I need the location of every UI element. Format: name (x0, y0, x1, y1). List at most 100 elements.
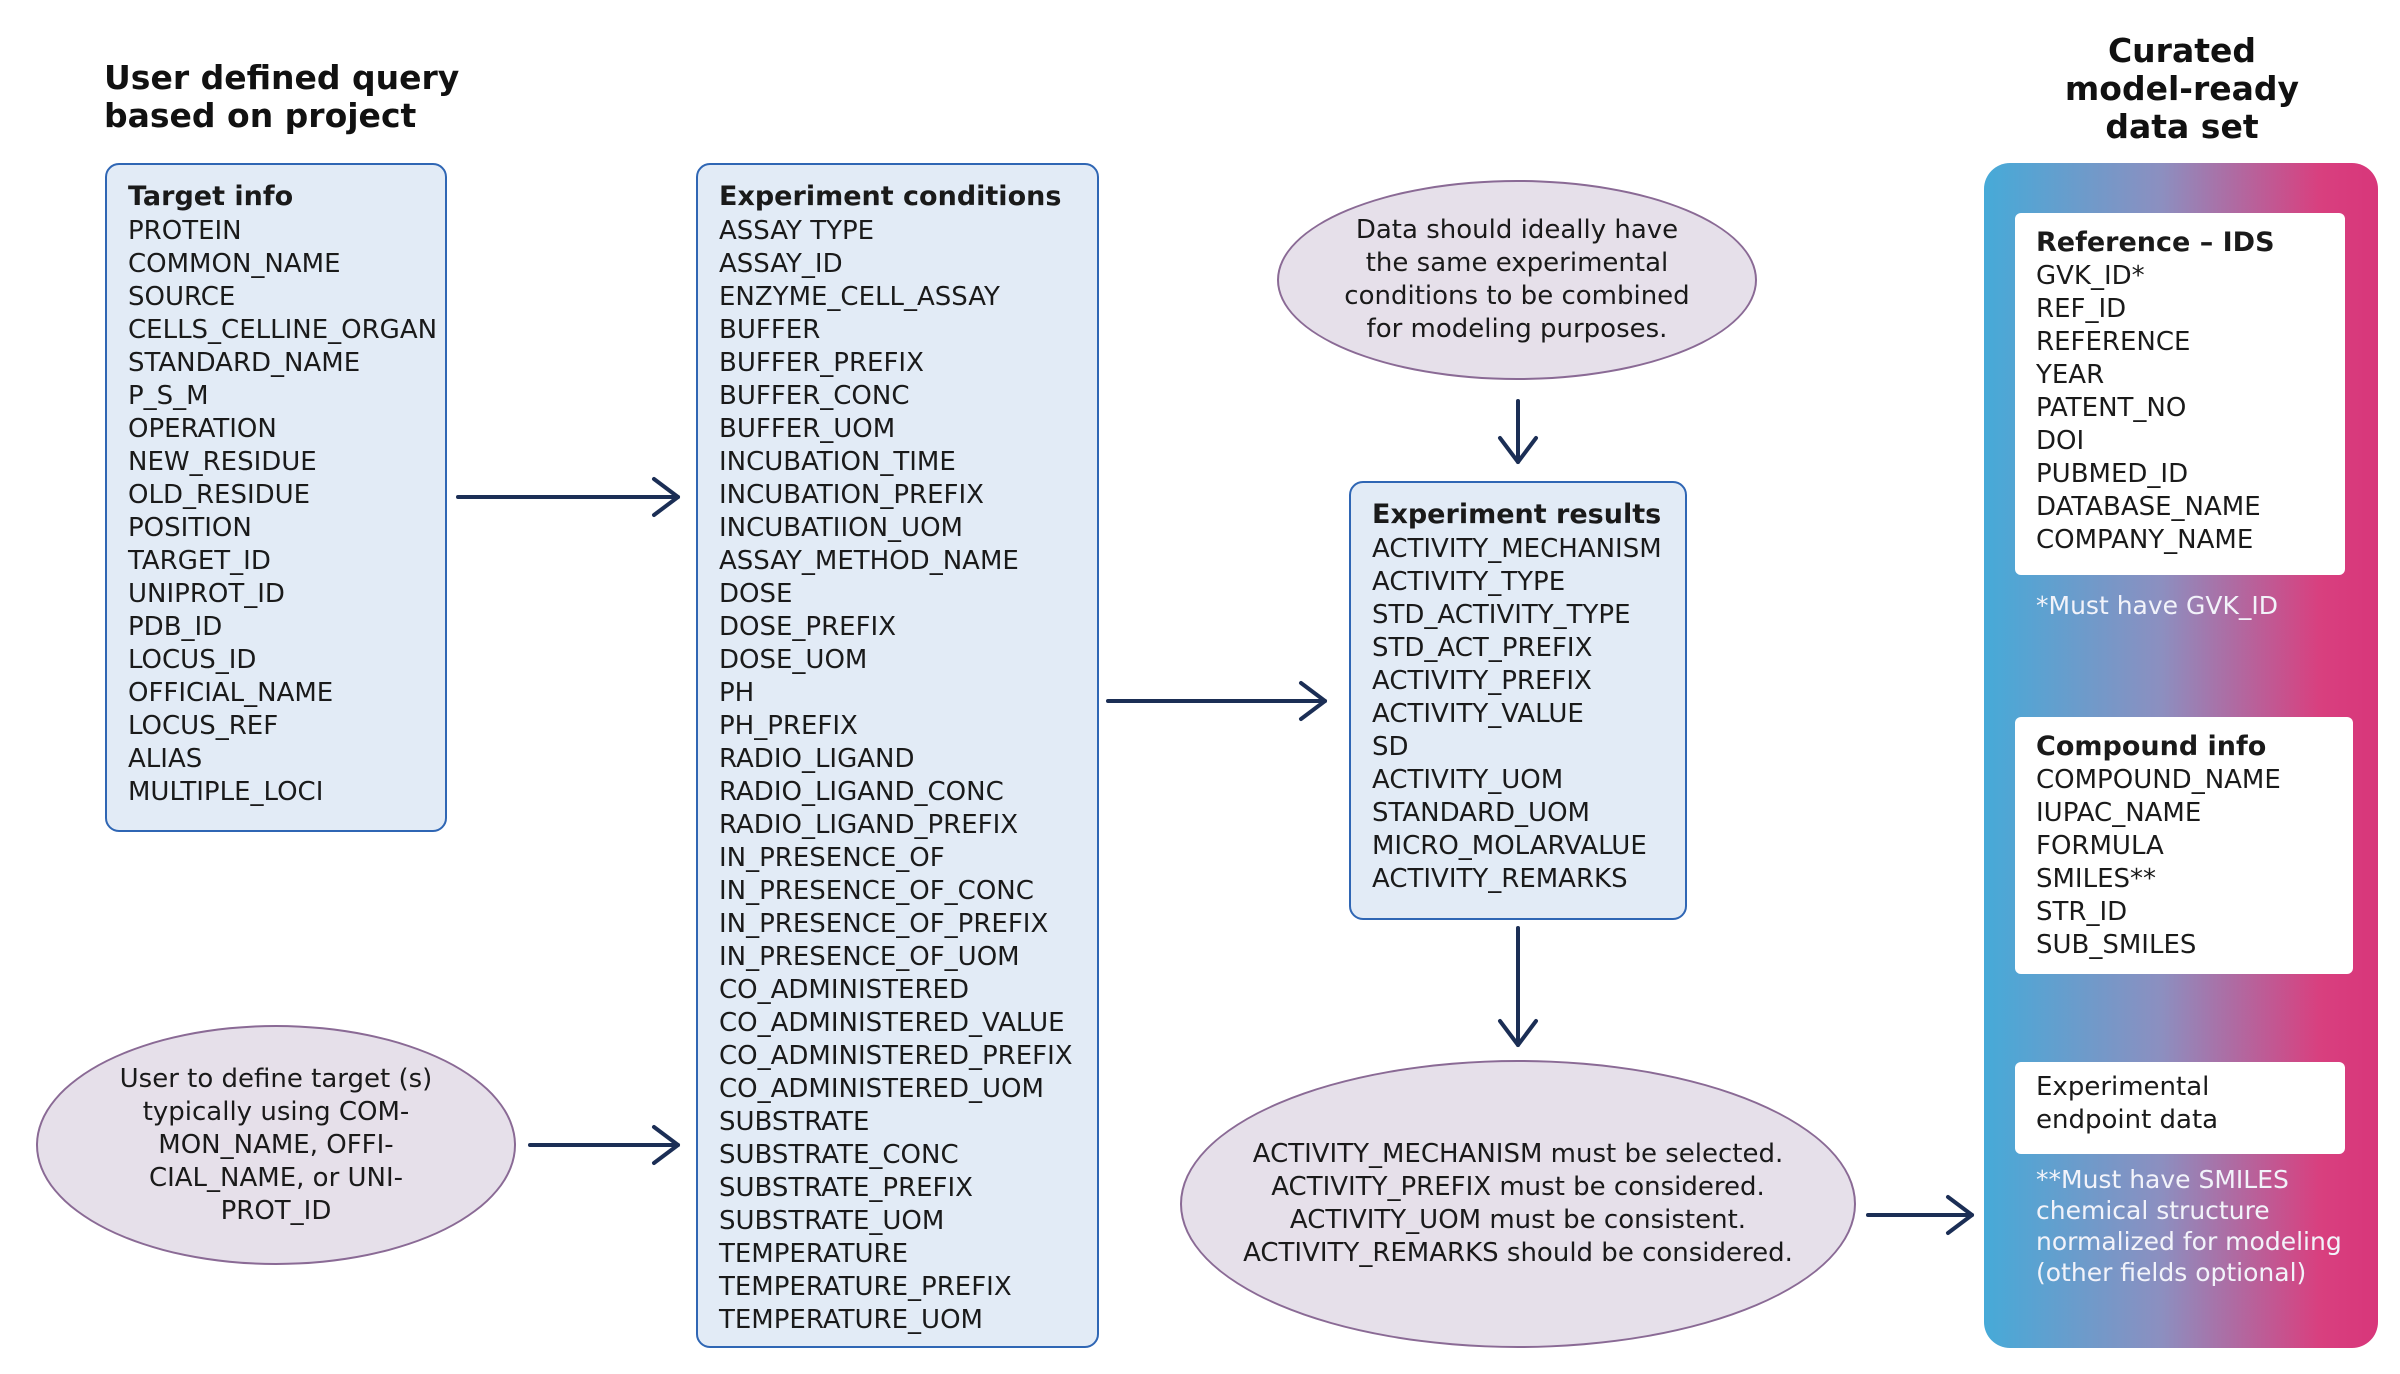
field-item: SOURCE (128, 282, 236, 312)
field-item: MULTIPLE_LOCI (128, 777, 324, 807)
smiles-note: **Must have SMILES chemical structure no… (2036, 1165, 2342, 1287)
field-item: IUPAC_NAME (2036, 798, 2202, 828)
field-item: DOSE_PREFIX (719, 612, 897, 642)
field-item: REF_ID (2036, 294, 2127, 324)
field-item: SUBSTRATE_CONC (719, 1140, 959, 1170)
field-item: ACTIVITY_MECHANISM (1372, 534, 1662, 564)
field-item: ACTIVITY_UOM (1372, 765, 1564, 795)
field-item: ASSAY TYPE (719, 216, 875, 246)
experiment-results-title: Experiment results (1372, 499, 1662, 530)
compound-info-title: Compound info (2036, 731, 2267, 762)
field-item: ALIAS (128, 744, 203, 774)
field-item: TEMPERATURE_PREFIX (719, 1272, 1012, 1302)
field-item: PDB_ID (128, 612, 223, 642)
field-item: CO_ADMINISTERED_PREFIX (719, 1041, 1073, 1071)
ellipse-same-conditions-text: Data should ideally have the same experi… (1344, 215, 1690, 344)
field-item: ASSAY_ID (719, 249, 843, 279)
heading-user-query: User defined query based on project (104, 58, 460, 135)
field-item: TARGET_ID (128, 546, 271, 576)
ellipse-activity-rules: ACTIVITY_MECHANISM must be selected. ACT… (1180, 1060, 1856, 1348)
field-item: NEW_RESIDUE (128, 447, 317, 477)
field-item: SUBSTRATE_UOM (719, 1206, 945, 1236)
field-item: TEMPERATURE (719, 1239, 909, 1269)
field-item: SUBSTRATE (719, 1107, 870, 1137)
ellipse-same-conditions: Data should ideally have the same experi… (1277, 180, 1757, 380)
endpoint-data-text: Experimental endpoint data (2036, 1072, 2219, 1135)
field-item: RADIO_LIGAND_PREFIX (719, 810, 1019, 840)
field-item: PATENT_NO (2036, 393, 2187, 423)
field-item: DOI (2036, 426, 2085, 456)
field-item: COMMON_NAME (128, 249, 341, 279)
arrow-ellipse-to-results (1498, 399, 1538, 464)
field-item: SD (1372, 732, 1409, 762)
field-item: CO_ADMINISTERED_VALUE (719, 1008, 1065, 1038)
field-item: GVK_ID* (2036, 261, 2145, 291)
field-item: PROTEIN (128, 216, 242, 246)
field-item: INCUBATION_TIME (719, 447, 956, 477)
target-info-title: Target info (128, 181, 294, 212)
reference-note: *Must have GVK_ID (2036, 591, 2278, 620)
reference-ids-title: Reference – IDS (2036, 227, 2275, 258)
field-item: DATABASE_NAME (2036, 492, 2261, 522)
field-item: SUBSTRATE_PREFIX (719, 1173, 973, 1203)
field-item: DOSE_UOM (719, 645, 868, 675)
field-item: PH_PREFIX (719, 711, 858, 741)
field-item: FORMULA (2036, 831, 2164, 861)
field-item: DOSE (719, 579, 793, 609)
ellipse-activity-rules-text: ACTIVITY_MECHANISM must be selected. ACT… (1243, 1139, 1793, 1268)
field-item: STANDARD_NAME (128, 348, 361, 378)
field-item: RADIO_LIGAND (719, 744, 915, 774)
arrow-rules-to-dataset (1866, 1195, 1974, 1235)
arrow-target-to-conditions (456, 477, 680, 517)
field-item: POSITION (128, 513, 252, 543)
field-item: STR_ID (2036, 897, 2128, 927)
field-item: SUB_SMILES (2036, 930, 2197, 960)
endpoint-data-card: Experimental endpoint data (2015, 1062, 2345, 1154)
field-item: STD_ACTIVITY_TYPE (1372, 600, 1631, 630)
field-item: YEAR (2036, 360, 2105, 390)
field-item: IN_PRESENCE_OF (719, 843, 945, 873)
field-item: STD_ACT_PREFIX (1372, 633, 1593, 663)
field-item: CO_ADMINISTERED_UOM (719, 1074, 1044, 1104)
field-item: PUBMED_ID (2036, 459, 2189, 489)
field-item: OPERATION (128, 414, 277, 444)
field-item: SMILES** (2036, 864, 2157, 894)
field-item: ENZYME_CELL_ASSAY (719, 282, 1000, 312)
field-item: ACTIVITY_TYPE (1372, 567, 1566, 597)
field-item: ACTIVITY_VALUE (1372, 699, 1584, 729)
ellipse-user-define-target-text: User to define target (s) typically usin… (119, 1063, 433, 1226)
arrow-results-to-rules (1498, 926, 1538, 1047)
field-item: OLD_RESIDUE (128, 480, 311, 510)
experiment-conditions-title: Experiment conditions (719, 181, 1062, 212)
field-item: LOCUS_ID (128, 645, 257, 675)
field-item: ACTIVITY_REMARKS (1372, 864, 1628, 894)
field-item: CO_ADMINISTERED (719, 975, 969, 1005)
field-item: RADIO_LIGAND_CONC (719, 777, 1004, 807)
field-item: CELLS_CELLINE_ORGAN (128, 315, 438, 345)
field-item: INCUBATIION_UOM (719, 513, 963, 543)
ellipse-user-define-target: User to define target (s) typically usin… (36, 1025, 516, 1265)
field-item: P_S_M (128, 381, 209, 411)
arrow-conditions-to-results (1106, 681, 1327, 721)
arrow-user-target-to-conditions (528, 1125, 680, 1165)
field-item: BUFFER (719, 315, 821, 345)
field-item: OFFICIAL_NAME (128, 678, 334, 708)
field-item: BUFFER_PREFIX (719, 348, 924, 378)
field-item: LOCUS_REF (128, 711, 279, 741)
field-item: BUFFER_CONC (719, 381, 910, 411)
field-item: IN_PRESENCE_OF_PREFIX (719, 909, 1049, 939)
field-item: UNIPROT_ID (128, 579, 285, 609)
field-item: ACTIVITY_PREFIX (1372, 666, 1592, 696)
field-item: STANDARD_UOM (1372, 798, 1590, 828)
field-item: MICRO_MOLARVALUE (1372, 831, 1647, 861)
